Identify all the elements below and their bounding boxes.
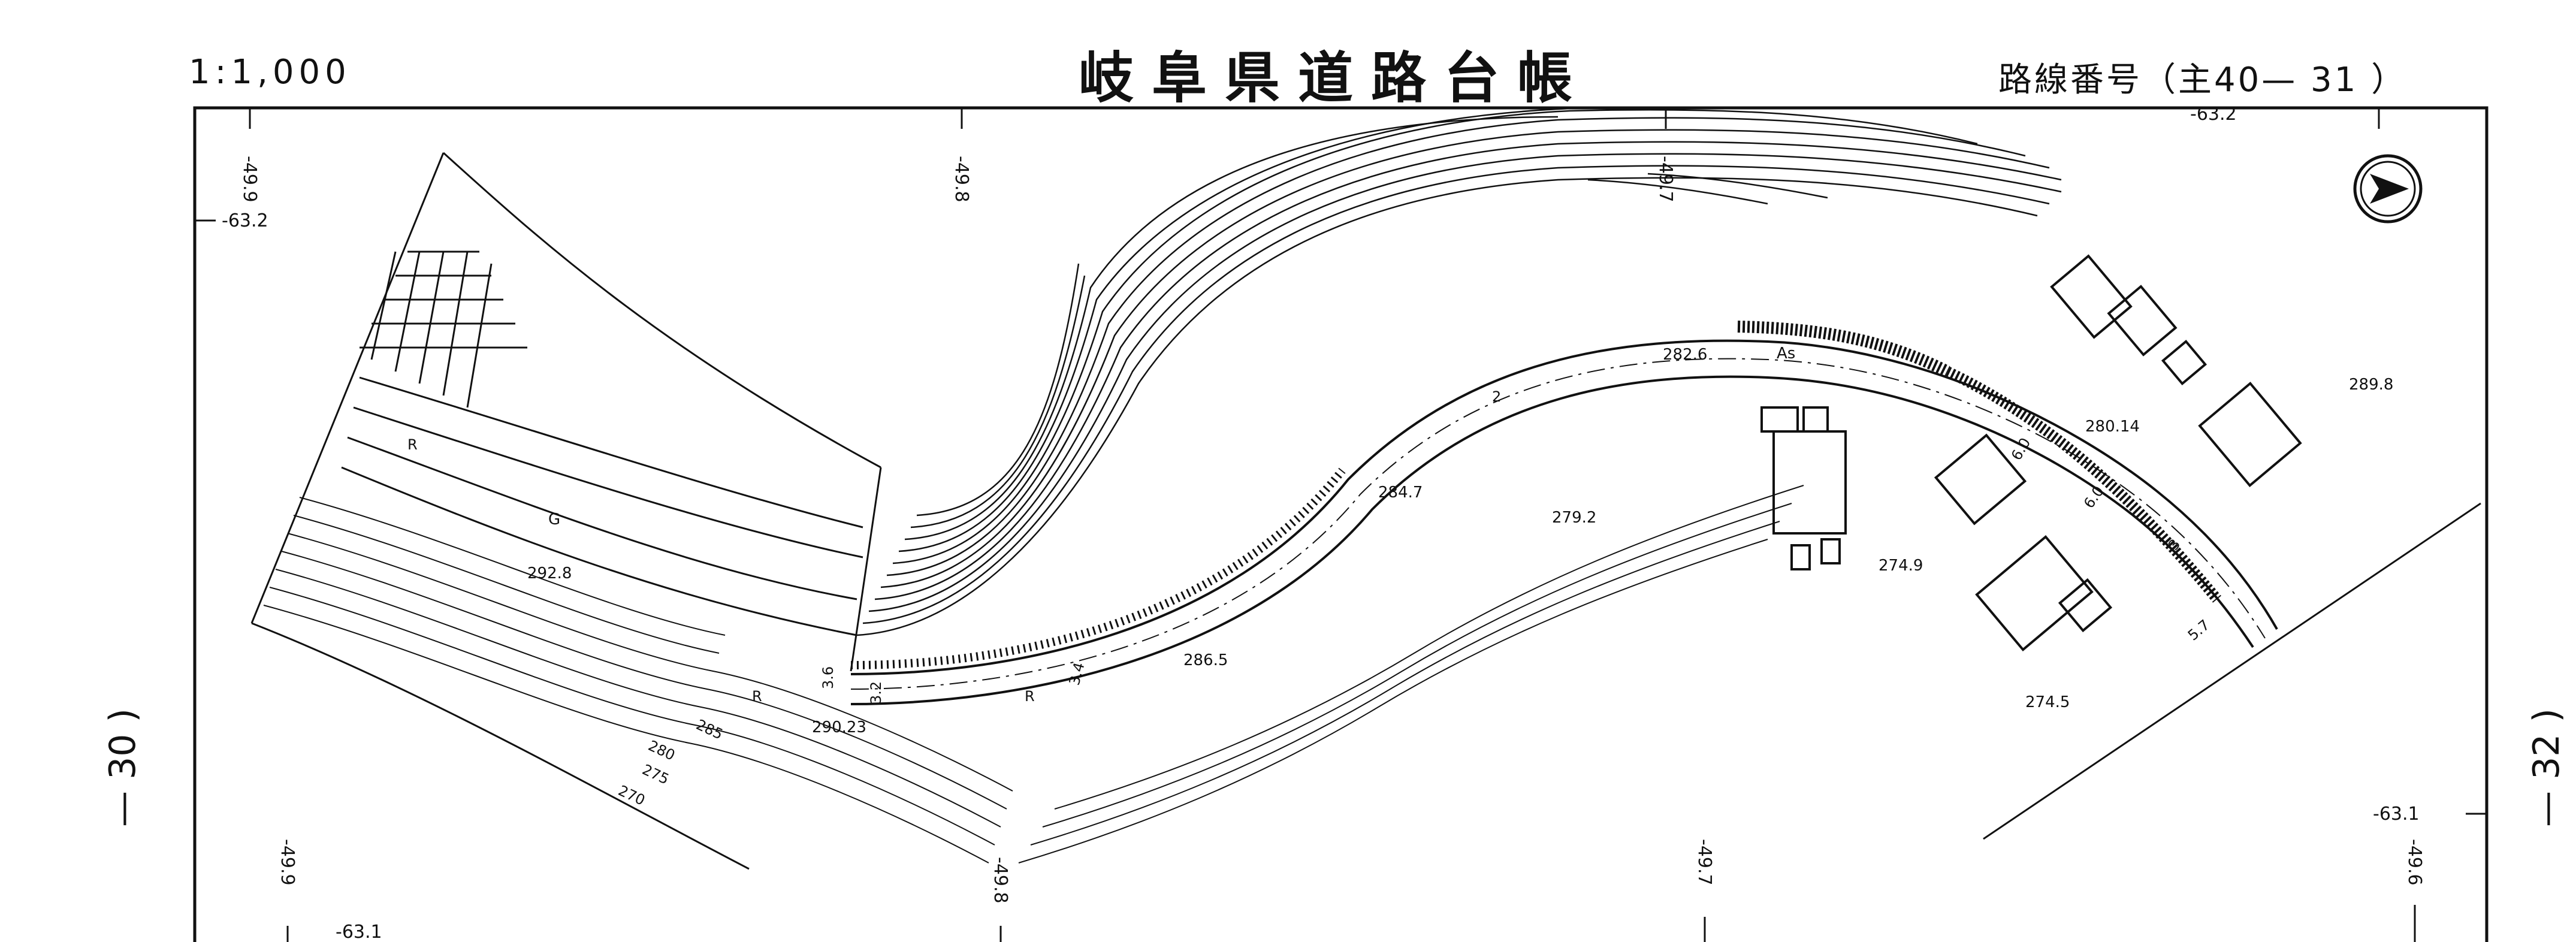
spot-height: 282.6 — [1663, 346, 1707, 364]
spot-height: 289.8 — [2349, 376, 2393, 394]
spot-height: 274.5 — [2025, 693, 2070, 711]
grid-label-top-3: -49.7 — [1655, 156, 1676, 203]
road-width: 3.4 — [1066, 660, 1088, 687]
rock-mark: R — [752, 688, 762, 705]
north-arrow-icon — [2353, 154, 2423, 224]
right-boundary — [1983, 502, 2481, 840]
rock-mark: R — [1025, 688, 1035, 705]
grid-label-bottom-3: -49.7 — [1694, 839, 1715, 886]
buildings — [1760, 254, 2302, 651]
grid-label-top-right-y: -63.2 — [2190, 104, 2237, 125]
spot-height: 280.14 — [2085, 418, 2140, 436]
road-width: 6.0 — [2080, 483, 2107, 511]
left-terrain — [250, 152, 882, 870]
spot-height: 292.8 — [527, 564, 572, 582]
road-surface-label: As — [1777, 345, 1795, 363]
road-width: 3.2 — [868, 681, 884, 704]
spot-height: 290.23 — [812, 718, 866, 736]
contour-label: 275 — [639, 761, 671, 788]
page-title: 岐阜県道路台帳 — [1079, 46, 1591, 110]
map-frame — [193, 106, 2489, 942]
grid-label-bottom-left-y: -63.1 — [336, 922, 382, 942]
road-width: 3 — [2165, 536, 2184, 554]
grid-label-bottom-2: -49.8 — [990, 857, 1011, 904]
map-scale: 1:1,000 — [189, 53, 351, 92]
grid-label-top-1: -49.9 — [239, 156, 260, 203]
grid-ticks — [195, 108, 2487, 942]
contour-label: 285 — [693, 716, 725, 743]
route-number: 路線番号（主40— 31 ） — [1998, 61, 2408, 99]
road-surface-label: G — [548, 511, 560, 529]
rock-mark: R — [407, 436, 418, 453]
spot-height: 286.5 — [1183, 651, 1228, 669]
contour-lines-lower-left — [263, 485, 1804, 864]
road — [850, 321, 2278, 705]
road-width: 5.7 — [2185, 617, 2213, 644]
road-width: 3.6 — [820, 666, 836, 689]
grid-label-bottom-right-y: -63.1 — [2373, 804, 2420, 825]
grid-label-top-left-y: -63.2 — [222, 210, 268, 231]
spot-height: 284.7 — [1378, 484, 1423, 502]
grid-label-top-2: -49.8 — [951, 156, 972, 203]
spot-height: 279.2 — [1552, 509, 1596, 527]
contour-lines-upper — [856, 107, 2062, 636]
grid-label-bottom-1: -49.9 — [277, 839, 298, 886]
contour-label: 270 — [615, 782, 647, 809]
grid-label-bottom-4: -49.6 — [2404, 839, 2425, 886]
road-width: 2 — [1492, 388, 1501, 405]
contour-label: 280 — [645, 737, 677, 764]
spot-height: 274.9 — [1879, 557, 1923, 575]
